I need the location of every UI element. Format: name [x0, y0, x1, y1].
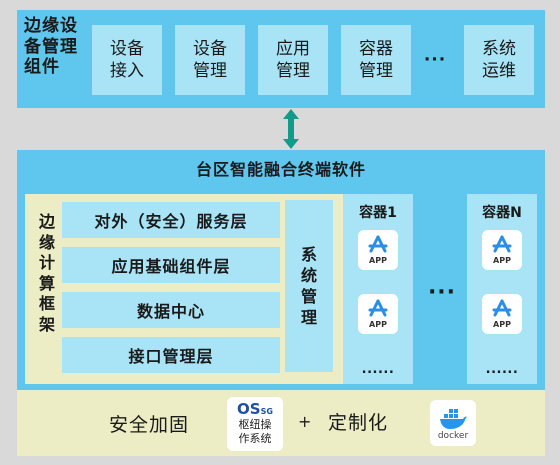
modules-ellipsis: ··· — [423, 50, 447, 70]
terminal-software-title: 台区智能融合终端软件 — [195, 160, 366, 179]
app-store-icon — [492, 235, 512, 253]
app-label: APP — [369, 320, 387, 329]
customization-label: 定制化 — [328, 412, 389, 434]
os-logo-text: OSSG — [237, 400, 273, 418]
layer-external-service: 对外（安全）服务层 — [62, 202, 280, 238]
module-system-ops: 系统 运维 — [464, 25, 534, 95]
terminal-software-panel: 台区智能融合终端软件 边缘计算框架 对外（安全）服务层 应用基础组件层 数据中心… — [17, 150, 545, 390]
app-label: APP — [369, 256, 387, 265]
app-store-icon — [368, 299, 388, 317]
edge-management-panel: 边缘设备管理组件 设备 接入 设备 管理 应用 管理 容器 管理 ··· 系统 … — [17, 10, 545, 108]
edge-computing-framework: 边缘计算框架 对外（安全）服务层 应用基础组件层 数据中心 接口管理层 系统管理 — [25, 194, 343, 384]
layer-data-center: 数据中心 — [62, 292, 280, 328]
os-sg-logo: OSSG 枢纽操 作系统 — [227, 397, 283, 451]
edge-management-title: 边缘设备管理组件 — [24, 16, 78, 77]
more-apps-ellipsis: ...... — [485, 362, 519, 377]
app-tile: APP — [482, 294, 522, 334]
system-management-box: 系统管理 — [285, 200, 333, 372]
docker-whale-icon — [440, 409, 467, 429]
app-label: APP — [493, 320, 511, 329]
system-management-label: 系统管理 — [300, 245, 317, 327]
framework-title: 边缘计算框架 — [38, 212, 55, 334]
app-tile: APP — [358, 230, 398, 270]
layer-interface-management: 接口管理层 — [62, 337, 280, 373]
os-label: 枢纽操 作系统 — [238, 418, 272, 445]
containers-ellipsis: ··· — [427, 280, 457, 305]
app-label: APP — [493, 256, 511, 265]
container-name: 容器N — [482, 205, 522, 221]
app-store-icon — [368, 235, 388, 253]
app-tile: APP — [358, 294, 398, 334]
module-device-access: 设备 接入 — [92, 25, 162, 95]
security-hardening-label: 安全加固 — [109, 414, 190, 436]
bottom-panel: 安全加固 OSSG 枢纽操 作系统 + 定制化 docker — [17, 390, 545, 456]
more-apps-ellipsis: ...... — [361, 362, 395, 377]
double-arrow-icon — [279, 108, 303, 150]
container-name: 容器1 — [359, 205, 397, 221]
app-tile: APP — [482, 230, 522, 270]
container-n: 容器N APP APP ...... — [467, 194, 537, 384]
container-1: 容器1 APP APP ...... — [343, 194, 413, 384]
module-device-management: 设备 管理 — [175, 25, 245, 95]
layer-app-base-components: 应用基础组件层 — [62, 247, 280, 283]
module-app-management: 应用 管理 — [258, 25, 328, 95]
plus-sign: + — [298, 412, 312, 431]
module-container-management: 容器 管理 — [341, 25, 411, 95]
app-store-icon — [492, 299, 512, 317]
docker-logo: docker — [430, 400, 476, 446]
docker-label: docker — [437, 431, 469, 441]
